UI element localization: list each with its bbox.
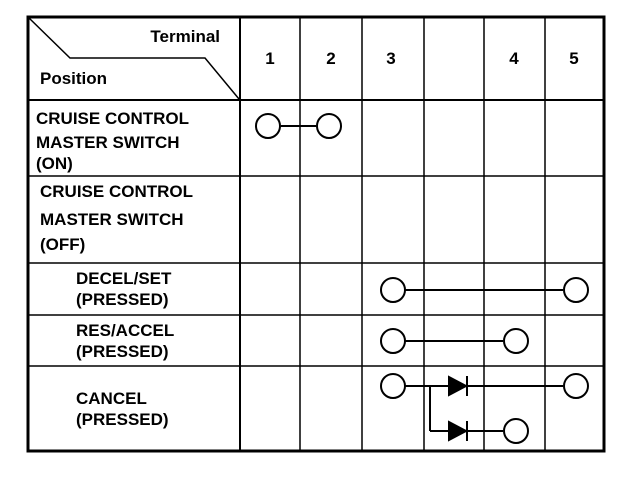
connection-master-on-1-2 xyxy=(255,113,342,139)
row-label-line: (PRESSED) xyxy=(76,342,169,361)
terminal-marker-1 xyxy=(255,113,281,139)
diode-icon xyxy=(448,375,469,397)
terminal-number-5: 5 xyxy=(569,49,578,68)
row-label-line: MASTER SWITCH xyxy=(36,133,180,152)
diode-icon xyxy=(448,420,469,442)
terminal-number-3: 3 xyxy=(386,49,395,68)
row-label-line: RES/ACCEL xyxy=(76,321,174,340)
terminal-marker-4 xyxy=(503,328,529,354)
terminal-marker-4 xyxy=(503,418,529,444)
terminal-marker-3 xyxy=(380,373,406,399)
row-label-line: (ON) xyxy=(36,154,73,173)
row-label-line: CRUISE CONTROL xyxy=(36,109,189,128)
terminal-marker-3 xyxy=(380,328,406,354)
row-label-line: MASTER SWITCH xyxy=(40,210,184,229)
terminal-header: Terminal xyxy=(150,27,220,46)
terminal-number-1: 1 xyxy=(265,49,274,68)
terminal-number-2: 2 xyxy=(326,49,335,68)
row-label-master-on: CRUISE CONTROL MASTER SWITCH (ON) xyxy=(36,109,189,173)
row-label-line: CRUISE CONTROL xyxy=(40,182,193,201)
row-label-line: DECEL/SET xyxy=(76,269,172,288)
row-label-decel-set: DECEL/SET (PRESSED) xyxy=(76,269,172,309)
connection-cancel-diodes xyxy=(380,373,589,444)
header-diagonal xyxy=(28,17,240,100)
row-label-line: (PRESSED) xyxy=(76,410,169,429)
row-label-cancel: CANCEL (PRESSED) xyxy=(76,389,169,429)
row-label-res-accel: RES/ACCEL (PRESSED) xyxy=(76,321,174,361)
table-grid xyxy=(26,15,606,453)
position-header: Position xyxy=(40,69,107,88)
connection-res-accel-3-4 xyxy=(380,328,529,354)
terminal-marker-5 xyxy=(563,373,589,399)
row-label-master-off: CRUISE CONTROL MASTER SWITCH (OFF) xyxy=(40,182,193,254)
terminal-marker-5 xyxy=(563,277,589,303)
row-label-line: (PRESSED) xyxy=(76,290,169,309)
terminal-number-4: 4 xyxy=(509,49,519,68)
row-label-line: CANCEL xyxy=(76,389,147,408)
row-label-line: (OFF) xyxy=(40,235,85,254)
terminal-marker-3 xyxy=(380,277,406,303)
terminal-marker-2 xyxy=(316,113,342,139)
connection-decel-set-3-5 xyxy=(380,277,589,303)
table-border xyxy=(26,15,606,453)
